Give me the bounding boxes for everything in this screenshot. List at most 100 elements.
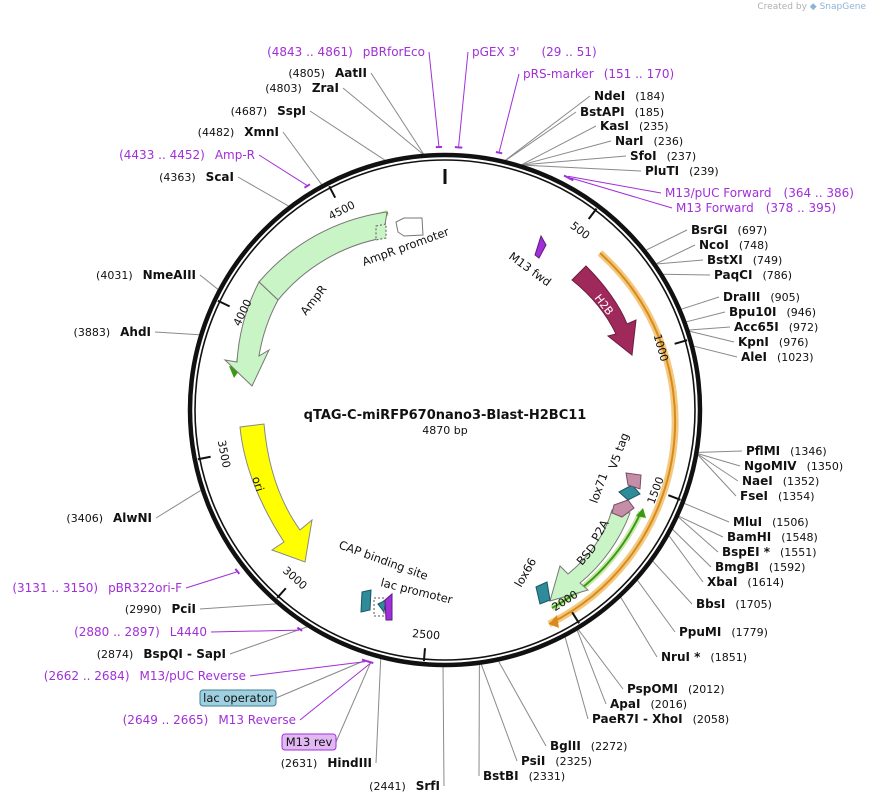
primer-label[interactable]: pRS-marker(151 .. 170) [523, 67, 674, 81]
enzyme-label[interactable]: (2631)HindIII [281, 756, 372, 770]
m13-rev-box-label[interactable]: M13 rev [281, 733, 337, 751]
v5-tag-label: V5 tag [606, 431, 632, 471]
enzyme-label[interactable]: PluTI(239) [645, 164, 719, 178]
enzyme-label[interactable]: PspOMI(2012) [627, 682, 725, 696]
tick-label: 1000 [651, 333, 671, 364]
v5-tag-arrow [625, 472, 642, 490]
tick-label: 3500 [215, 439, 233, 469]
primer-label[interactable]: (2649 .. 2665)M13 Reverse [123, 713, 296, 727]
enzyme-label[interactable]: PpuMI(1779) [679, 625, 768, 639]
enzyme-label[interactable]: (4031)NmeAIII [96, 268, 196, 282]
enzyme-label[interactable]: NarI(236) [615, 134, 683, 148]
enzyme-label[interactable]: (2990)PciI [125, 602, 196, 616]
h2b-arrow [571, 265, 637, 356]
enzyme-label[interactable]: (2874)BspQI - SapI [97, 647, 226, 661]
tick-mark [667, 494, 681, 501]
enzyme-label[interactable]: BmgBI(1592) [715, 560, 805, 574]
enzyme-leader-line [686, 311, 726, 323]
primer-label[interactable]: (2662 .. 2684)M13/pUC Reverse [44, 669, 246, 683]
primer-marks [185, 51, 673, 721]
enzyme-leader-line [577, 629, 624, 690]
tick-mark [571, 611, 580, 624]
primer-label[interactable]: M13 Forward(378 .. 395) [676, 201, 836, 215]
lac-operator-leader-line [275, 660, 366, 699]
leader-lines [154, 72, 743, 787]
tick-mark [276, 587, 287, 599]
enzyme-label[interactable]: (4363)ScaI [159, 170, 234, 184]
enzyme-label[interactable]: (4482)XmnI [198, 125, 279, 139]
primer-label[interactable]: (2880 .. 2897)L4440 [74, 625, 207, 639]
tick-mark [422, 648, 426, 662]
enzyme-label[interactable]: BspEI *(1551) [722, 545, 817, 559]
enzyme-label[interactable]: SfoI(237) [630, 149, 696, 163]
enzyme-label[interactable]: NaeI(1352) [742, 474, 819, 488]
enzyme-label[interactable]: AleI(1023) [741, 350, 814, 364]
enzyme-leader-line [480, 664, 518, 762]
enzyme-label[interactable]: NcoI(748) [699, 238, 768, 252]
enzyme-label[interactable]: FseI(1354) [740, 489, 815, 503]
enzyme-leader-line [199, 603, 277, 610]
enzyme-label[interactable]: (4805)AatII [288, 66, 367, 80]
enzyme-label[interactable]: (4687)SspI [231, 104, 306, 118]
enzyme-leader-line [498, 661, 547, 747]
enzyme-label[interactable]: (4803)ZraI [265, 81, 339, 95]
enzyme-label[interactable]: (3883)AhdI [74, 325, 151, 339]
primer-labels: (4843 .. 4861)pBRforEco pGEX 3'(29 .. 51… [12, 45, 854, 727]
enzyme-leader-line [689, 326, 731, 331]
enzyme-label[interactable]: XbaI(1614) [707, 575, 784, 589]
enzyme-label[interactable]: BbsI(1705) [696, 597, 772, 611]
enzyme-leader-line [442, 666, 445, 787]
primer-label[interactable]: (4433 .. 4452)Amp-R [119, 148, 255, 162]
enzyme-leader-line [663, 273, 711, 276]
primer-label[interactable]: (4843 .. 4861)pBRforEco [267, 45, 425, 59]
primer-leader-line [249, 661, 366, 677]
enzyme-label[interactable]: BamHI(1548) [727, 530, 818, 544]
enzyme-label[interactable]: BstBI(2331) [483, 769, 565, 783]
primer-label[interactable]: (3131 .. 3150)pBR322ori-F [12, 581, 182, 595]
enzyme-label[interactable]: Acc65I(972) [734, 320, 818, 334]
enzyme-label[interactable]: BglII(2272) [550, 739, 627, 753]
primer-leader-line [458, 51, 469, 147]
enzyme-label[interactable]: NgoMIV(1350) [744, 459, 843, 473]
plasmid-name: qTAG-C-miRFP670nano3-Blast-H2BC11 [304, 408, 587, 423]
enzyme-leader-line [672, 529, 712, 568]
enzyme-label[interactable]: KpnI(976) [738, 335, 809, 349]
enzyme-leader-line [522, 164, 642, 172]
enzyme-label[interactable]: NruI *(1851) [661, 650, 747, 664]
enzyme-leader-line [199, 274, 219, 290]
enzyme-label[interactable]: BsrGI(697) [691, 223, 767, 237]
enzyme-label[interactable]: DraIII(905) [723, 290, 800, 304]
enzyme-label[interactable]: MluI(1506) [733, 515, 809, 529]
enzyme-label[interactable]: BstXI(749) [707, 253, 782, 267]
enzyme-label[interactable]: ApaI(2016) [610, 697, 687, 711]
primer-label[interactable]: M13/pUC Forward(364 .. 386) [665, 186, 854, 200]
enzyme-label[interactable]: PaqCI(786) [714, 268, 792, 282]
lac-operator-badge [199, 689, 277, 707]
lac-promoter-box [373, 597, 385, 617]
enzyme-label[interactable]: NdeI(184) [594, 89, 665, 103]
enzyme-label[interactable]: (3406)AlwNI [66, 511, 152, 525]
enzyme-leader-line [668, 535, 704, 583]
enzyme-label[interactable]: BstAPI(185) [580, 105, 664, 119]
primer-label[interactable]: pGEX 3'(29 .. 51) [472, 45, 597, 59]
tick-label: 3000 [280, 564, 310, 592]
ampr-label: AmpR [297, 282, 329, 318]
m13-fwd-label: M13 fwd [506, 249, 554, 289]
enzyme-leader-line [522, 155, 627, 166]
enzyme-label[interactable]: (2441)SrfI [369, 779, 440, 793]
ampr-dashed-box [375, 223, 387, 241]
enzyme-label[interactable]: PsiI(2325) [521, 754, 592, 768]
enzyme-label[interactable]: PflMI(1346) [746, 444, 827, 458]
enzyme-label[interactable]: Bpu10I(946) [729, 305, 816, 319]
primer-leader-line [567, 175, 662, 194]
enzyme-leader-line [309, 110, 386, 161]
enzyme-label[interactable]: KasI(235) [600, 119, 669, 133]
enzyme-leader-line [681, 296, 720, 310]
lac-operator-box-label[interactable]: lac operator [199, 689, 277, 707]
enzyme-label[interactable]: PaeR7I - XhoI(2058) [592, 712, 729, 726]
primer-leader-line [185, 571, 237, 589]
enzyme-leader-line [678, 516, 719, 553]
enzyme-leader-line [370, 72, 424, 155]
primer-mark [367, 660, 374, 664]
